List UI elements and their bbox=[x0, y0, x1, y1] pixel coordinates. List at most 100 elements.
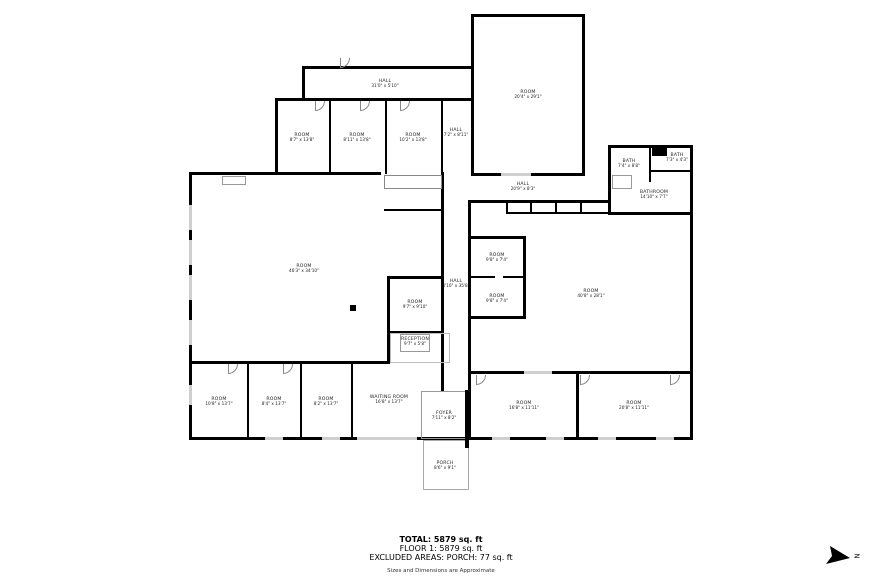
wall bbox=[387, 331, 443, 333]
wall bbox=[189, 361, 389, 364]
total-area: TOTAL: 5879 sq. ft bbox=[399, 535, 483, 544]
wall bbox=[275, 172, 381, 175]
north-label: N bbox=[852, 553, 861, 559]
wall bbox=[468, 437, 693, 440]
door-swing bbox=[400, 101, 410, 111]
window bbox=[189, 385, 192, 405]
wall bbox=[471, 14, 474, 176]
window bbox=[546, 437, 564, 440]
wall bbox=[608, 212, 692, 215]
wall bbox=[470, 276, 495, 278]
door-swing bbox=[228, 364, 238, 374]
porch-outline bbox=[423, 440, 469, 490]
door-swing bbox=[580, 375, 590, 385]
window bbox=[265, 437, 283, 440]
floor-1-area: FLOOR 1: 5879 sq. ft bbox=[399, 544, 483, 553]
shower-block bbox=[652, 148, 667, 156]
window bbox=[189, 240, 192, 265]
window bbox=[524, 371, 552, 374]
window bbox=[189, 205, 192, 230]
wall bbox=[468, 200, 608, 203]
wall bbox=[608, 145, 692, 148]
kitchen-sink bbox=[222, 176, 246, 185]
column bbox=[465, 390, 469, 448]
wall bbox=[649, 170, 691, 172]
door-swing bbox=[670, 375, 680, 385]
fixture bbox=[612, 175, 632, 189]
reception-desk bbox=[400, 334, 430, 352]
wall bbox=[351, 362, 353, 438]
wall bbox=[470, 236, 525, 239]
wall bbox=[384, 209, 442, 211]
wall bbox=[582, 14, 585, 176]
door-swing bbox=[360, 101, 370, 111]
window bbox=[656, 437, 674, 440]
door-swing bbox=[283, 364, 293, 374]
wall bbox=[470, 371, 693, 374]
wall bbox=[302, 66, 472, 69]
window bbox=[598, 437, 616, 440]
wall bbox=[385, 100, 387, 174]
wall bbox=[471, 14, 585, 17]
wall bbox=[300, 362, 302, 438]
wall bbox=[608, 145, 611, 215]
wall bbox=[470, 316, 526, 319]
excluded-areas: EXCLUDED AREAS: PORCH: 77 sq. ft bbox=[369, 553, 513, 562]
wall bbox=[387, 276, 390, 364]
window bbox=[189, 275, 192, 300]
wall bbox=[275, 98, 472, 101]
wall bbox=[555, 203, 557, 213]
wall bbox=[441, 100, 443, 174]
wall bbox=[384, 175, 442, 189]
wall bbox=[387, 276, 443, 279]
column bbox=[350, 305, 356, 311]
wall bbox=[441, 172, 444, 392]
wall bbox=[531, 173, 585, 176]
wall bbox=[503, 276, 525, 278]
wall bbox=[580, 203, 582, 213]
wall bbox=[506, 203, 508, 213]
window bbox=[501, 173, 531, 176]
wall bbox=[506, 212, 608, 214]
wall bbox=[576, 372, 579, 438]
area-summary: TOTAL: 5879 sq. ft FLOOR 1: 5879 sq. ft … bbox=[369, 535, 512, 574]
compass: N bbox=[822, 544, 862, 570]
door-swing bbox=[315, 101, 325, 111]
wall bbox=[649, 148, 651, 182]
wall bbox=[189, 172, 275, 175]
door-swing bbox=[476, 375, 486, 385]
wall bbox=[690, 145, 693, 440]
wall bbox=[247, 362, 249, 438]
wall bbox=[302, 66, 305, 100]
wall bbox=[468, 200, 471, 440]
counter bbox=[390, 333, 450, 363]
wall bbox=[189, 172, 192, 440]
wall bbox=[329, 100, 331, 174]
wall bbox=[471, 173, 501, 176]
north-arrow-icon bbox=[826, 546, 850, 564]
window bbox=[322, 437, 340, 440]
